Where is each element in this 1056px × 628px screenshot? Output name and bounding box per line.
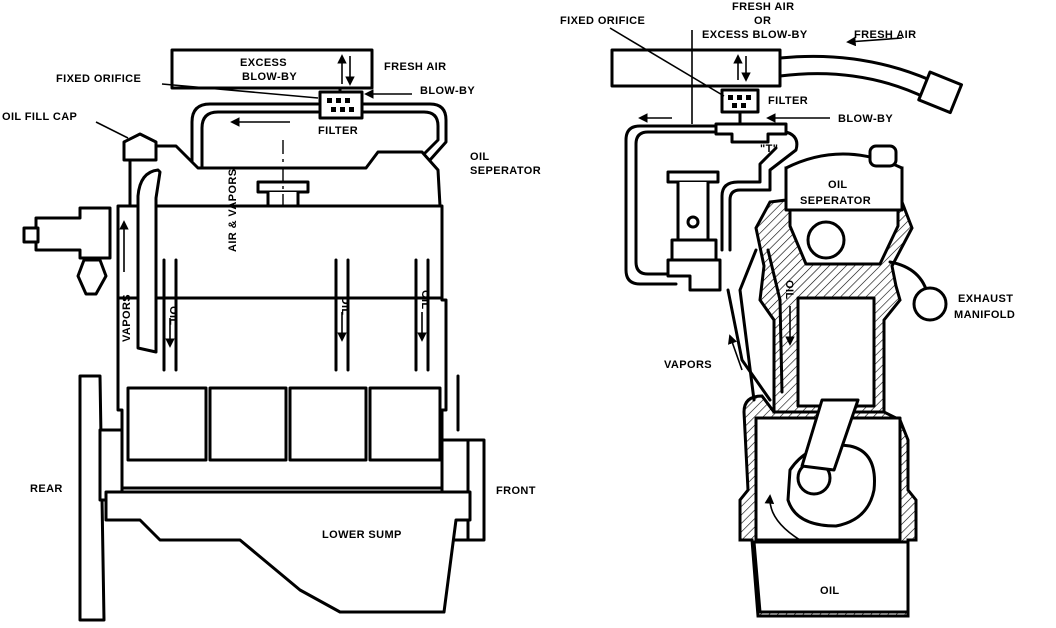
right-pcv-body — [676, 182, 710, 242]
left-tube-to-seperator — [360, 102, 448, 162]
right-cylinder-bore — [796, 296, 876, 408]
left-label-blow-by: BLOW-BY — [420, 85, 475, 97]
right-connecting-rod — [800, 398, 860, 472]
right-exhaust-manifold — [912, 286, 948, 322]
left-label-oil-3: OIL — [419, 290, 431, 310]
right-label-t: "T" — [760, 143, 778, 155]
right-filter-dots — [728, 95, 751, 108]
right-pcv-ball — [686, 215, 700, 229]
left-flywheel — [78, 374, 106, 622]
left-filter-dots — [327, 98, 354, 112]
right-engine-diagram — [609, 27, 964, 618]
left-bellhousing — [98, 428, 124, 502]
left-oil-fill-leader — [95, 121, 129, 139]
right-label-filter: FILTER — [768, 95, 808, 107]
right-label-fresh-air-or: FRESH AIR — [732, 1, 794, 13]
right-t-connector — [714, 122, 788, 144]
right-vapors-tube — [726, 288, 772, 402]
right-label-excess-blow-by: EXCESS BLOW-BY — [702, 29, 808, 41]
left-lower-sump — [104, 490, 472, 614]
left-filter-box — [318, 90, 364, 120]
right-filter-box — [720, 88, 760, 114]
right-label-or: OR — [754, 15, 771, 27]
left-label-seperator: SEPERATOR — [470, 165, 541, 177]
left-fixed-orifice-leader — [161, 83, 319, 99]
right-tube-to-seperator-inner — [720, 146, 778, 252]
right-vapors-arrow — [728, 334, 743, 371]
right-oil-pan — [752, 540, 910, 614]
right-label-vapors: VAPORS — [664, 359, 712, 371]
left-label-fresh-air: FRESH AIR — [384, 61, 446, 73]
right-tube-inner — [634, 130, 718, 276]
left-label-oil-2: OIL — [339, 296, 351, 316]
left-label-fixed-orifice: FIXED ORIFICE — [56, 73, 141, 85]
left-front-pulley — [466, 438, 486, 542]
left-engine-diagram — [22, 48, 486, 622]
left-label-blow-by-top: BLOW-BY — [242, 71, 297, 83]
right-label-exhaust: EXHAUST — [958, 293, 1013, 305]
left-oil-passage-1 — [162, 258, 178, 372]
right-pcv-mount — [666, 258, 722, 292]
right-label-seperator: SEPERATOR — [800, 195, 871, 207]
right-breather-canister — [610, 48, 782, 88]
left-label-oil-fill-cap: OIL FILL CAP — [2, 111, 77, 123]
left-label-oil-1: OIL — [167, 306, 179, 326]
left-label-air-vapors: AIR & VAPORS — [227, 169, 239, 252]
right-pcv-base — [670, 238, 718, 262]
left-label-rear: REAR — [30, 483, 63, 495]
right-label-oil: OIL — [828, 179, 848, 191]
left-tube-to-seperator-inner — [360, 110, 440, 156]
left-label-excess: EXCESS — [240, 57, 287, 69]
right-label-fresh-air: FRESH AIR — [854, 29, 916, 41]
left-distributor — [34, 206, 112, 260]
right-oil-seperator-cover — [784, 152, 904, 212]
left-label-lower-sump: LOWER SUMP — [322, 529, 402, 541]
right-fresh-air-hose-bottom — [778, 72, 928, 100]
right-tube-to-seperator — [728, 130, 799, 252]
right-label-fixed-orifice: FIXED ORIFICE — [560, 15, 645, 27]
left-engine-block — [116, 204, 448, 490]
left-label-front: FRONT — [496, 485, 536, 497]
right-camshaft — [806, 220, 846, 260]
right-fixed-orifice-leader — [609, 27, 725, 97]
left-label-vapors: VAPORS — [121, 294, 133, 342]
left-distributor-cap — [22, 226, 40, 244]
right-rotation-arrow — [764, 494, 801, 541]
left-oil-passage-3 — [414, 258, 430, 372]
left-distributor-base — [76, 258, 108, 296]
right-label-oil-sump: OIL — [820, 585, 840, 597]
left-oil-passage-2 — [334, 258, 350, 372]
right-oil-passage-left — [738, 248, 758, 402]
right-pcv-top — [666, 170, 720, 184]
right-label-oil-passage: OIL — [783, 280, 795, 300]
right-tube-outer — [624, 124, 718, 286]
right-fresh-air-filter — [917, 70, 964, 115]
left-vapors-tube — [136, 168, 162, 354]
left-label-oil: OIL — [470, 151, 490, 163]
right-label-manifold: MANIFOLD — [954, 309, 1015, 321]
right-oil-fill-cap — [868, 144, 898, 168]
left-label-filter: FILTER — [318, 125, 358, 137]
right-fresh-air-hose-top — [778, 54, 932, 82]
left-oil-fill-cap — [122, 132, 158, 162]
right-fresh-air-arrow — [846, 36, 903, 47]
left-cylinders — [126, 386, 442, 462]
right-label-blow-by: BLOW-BY — [838, 113, 893, 125]
right-oil-passage-right — [766, 248, 784, 394]
